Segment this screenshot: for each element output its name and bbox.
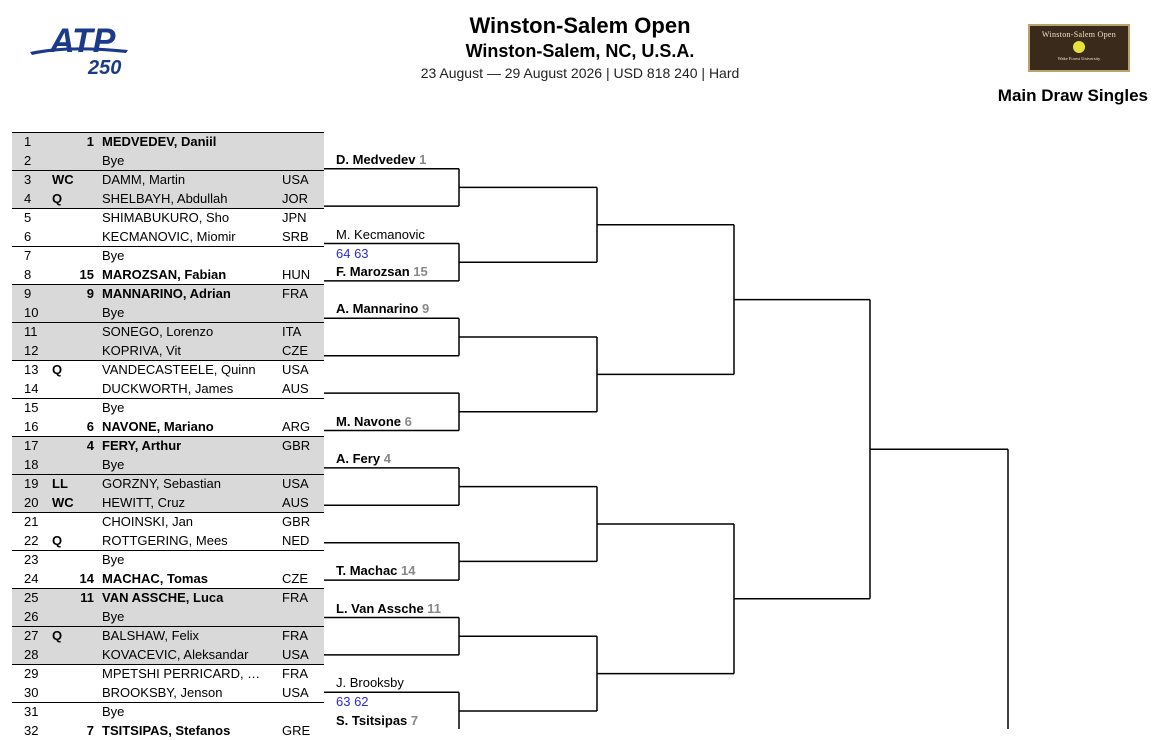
winner-seed: 15 <box>410 264 428 279</box>
winner-name: A. Fery <box>336 451 380 466</box>
winner-name: L. Van Assche <box>336 601 424 616</box>
round-2-winner: L. Van Assche 11 <box>336 601 441 616</box>
winner-seed: 1 <box>415 152 426 167</box>
round-2-winner: A. Fery 4 <box>336 451 391 466</box>
round-2-winner: M. Kecmanovic <box>336 227 425 242</box>
winner-seed: 6 <box>401 414 412 429</box>
winner-name: A. Mannarino <box>336 301 418 316</box>
winner-name: J. Brooksby <box>336 675 404 690</box>
round-2-winner: J. Brooksby <box>336 675 404 690</box>
winner-name: D. Medvedev <box>336 152 415 167</box>
round-2-winner: T. Machac 14 <box>336 563 416 578</box>
winner-seed: 7 <box>407 713 418 728</box>
winner-name: M. Kecmanovic <box>336 227 425 242</box>
winner-name: M. Navone <box>336 414 401 429</box>
winner-name: T. Machac <box>336 563 397 578</box>
round-2-winner: A. Mannarino 9 <box>336 301 429 316</box>
match-score: 63 62 <box>336 694 369 709</box>
match-score: 64 63 <box>336 246 369 261</box>
round-2-winner: M. Navone 6 <box>336 414 412 429</box>
round-2-winner: D. Medvedev 1 <box>336 152 426 167</box>
winner-name: F. Marozsan <box>336 264 410 279</box>
winner-seed: 4 <box>380 451 391 466</box>
winner-seed: 11 <box>424 601 441 616</box>
winner-seed: 14 <box>397 563 415 578</box>
winner-seed: 9 <box>418 301 429 316</box>
winner-name: S. Tsitsipas <box>336 713 407 728</box>
round-2-winner: F. Marozsan 15 <box>336 264 428 279</box>
round-2-winner: S. Tsitsipas 7 <box>336 713 418 728</box>
